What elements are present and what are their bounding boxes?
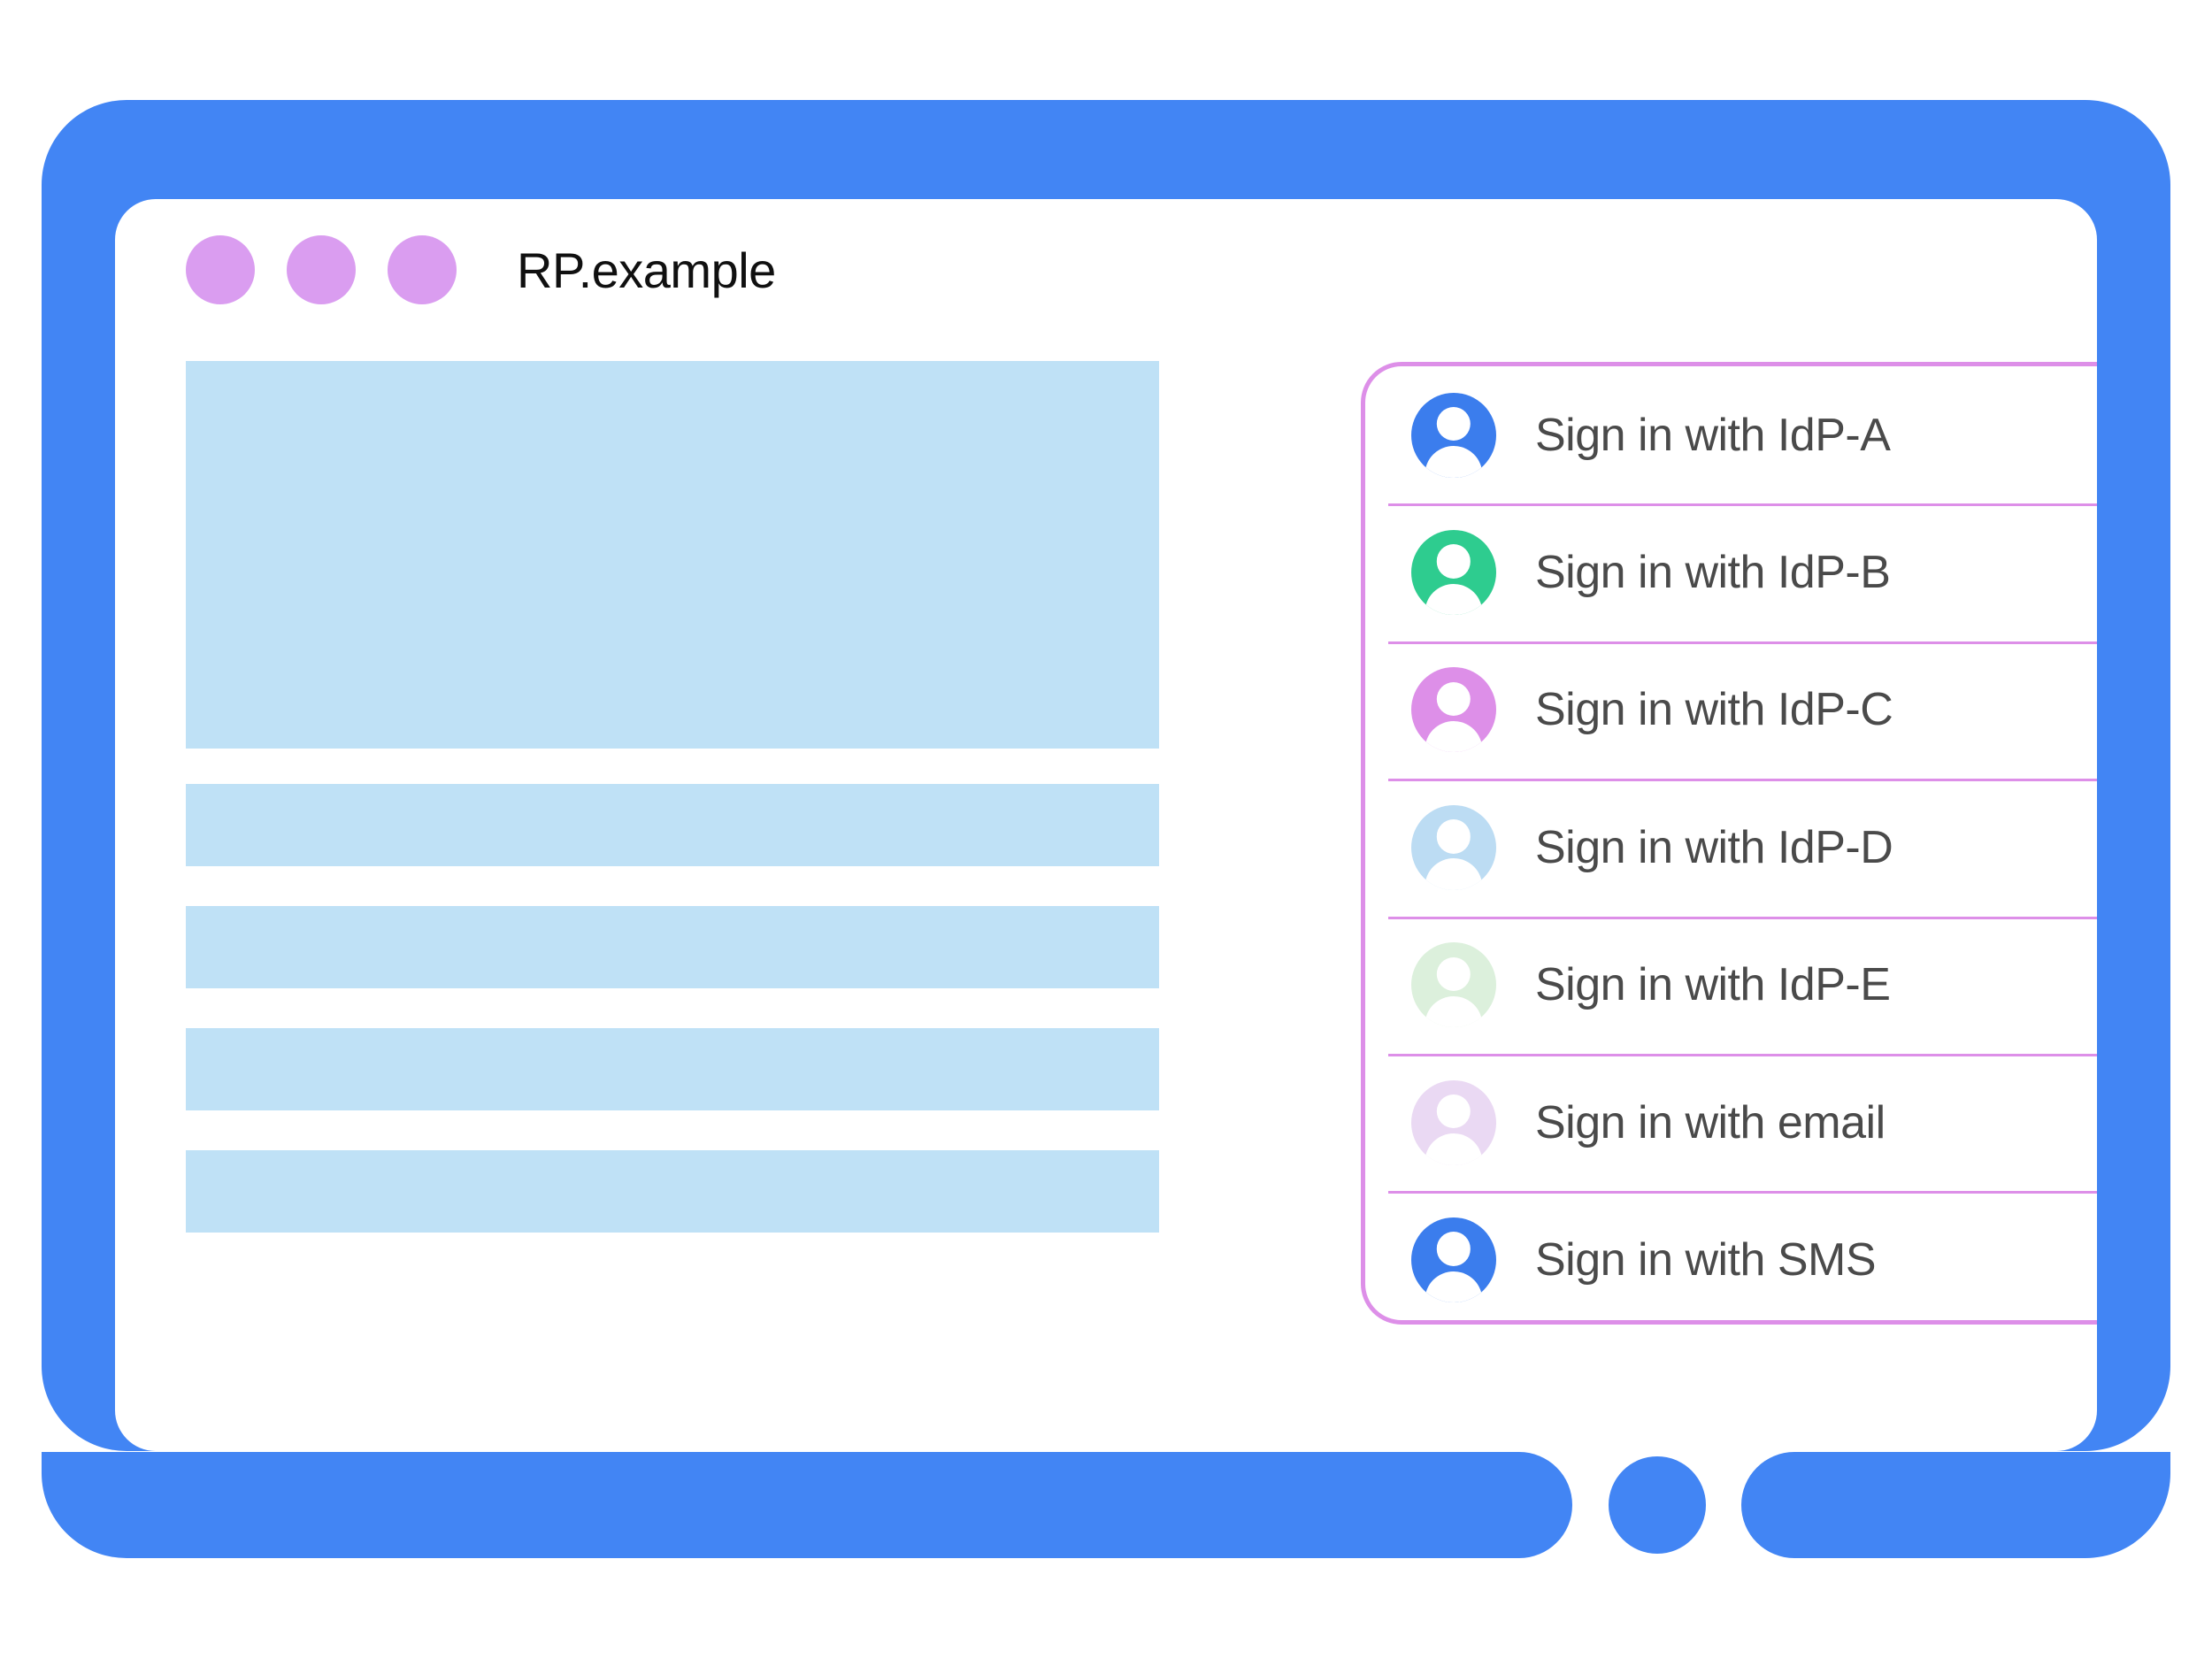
- signin-option-label: Sign in with SMS: [1535, 1234, 1877, 1286]
- signin-option-email[interactable]: Sign in with email: [1365, 1053, 2097, 1191]
- person-avatar-icon: [1411, 804, 1496, 890]
- window-dot-maximize[interactable]: [388, 235, 457, 304]
- content-placeholder-line-3: [186, 1028, 1159, 1110]
- person-avatar-icon: [1411, 942, 1496, 1028]
- signin-option-sms[interactable]: Sign in with SMS: [1365, 1191, 2097, 1320]
- person-avatar-icon: [1411, 667, 1496, 753]
- signin-option-label: Sign in with IdP-B: [1535, 547, 1891, 599]
- page-content-placeholders: [186, 361, 1159, 1272]
- browser-title-bar: RP.example: [115, 199, 2097, 341]
- content-placeholder-line-4: [186, 1150, 1159, 1233]
- content-placeholder-hero: [186, 361, 1159, 749]
- signin-option-label: Sign in with IdP-C: [1535, 684, 1893, 736]
- person-avatar-icon: [1411, 1079, 1496, 1165]
- bottom-bezel-left: [42, 1452, 1572, 1558]
- signin-option-idp-e[interactable]: Sign in with IdP-E: [1365, 916, 2097, 1054]
- signin-option-label: Sign in with IdP-D: [1535, 821, 1893, 873]
- content-placeholder-line-1: [186, 784, 1159, 866]
- account-chooser-panel: Sign in with IdP-A Sign in with IdP-B Si…: [1361, 362, 2097, 1325]
- person-avatar-icon: [1411, 392, 1496, 478]
- window-dot-close[interactable]: [186, 235, 255, 304]
- signin-option-idp-d[interactable]: Sign in with IdP-D: [1365, 779, 2097, 916]
- signin-option-idp-c[interactable]: Sign in with IdP-C: [1365, 641, 2097, 779]
- window-controls: [186, 235, 457, 304]
- person-avatar-icon: [1411, 530, 1496, 616]
- bottom-bezel-right: [1741, 1452, 2170, 1558]
- window-dot-minimize[interactable]: [287, 235, 356, 304]
- signin-option-label: Sign in with email: [1535, 1096, 1886, 1148]
- page-title: RP.example: [517, 242, 776, 298]
- browser-viewport: RP.example Sign in with IdP-A Sign in wi…: [115, 199, 2097, 1451]
- signin-option-idp-b[interactable]: Sign in with IdP-B: [1365, 503, 2097, 641]
- home-button[interactable]: [1609, 1456, 1706, 1554]
- content-placeholder-line-2: [186, 906, 1159, 988]
- signin-option-label: Sign in with IdP-A: [1535, 409, 1891, 461]
- signin-option-idp-a[interactable]: Sign in with IdP-A: [1365, 366, 2097, 503]
- person-avatar-icon: [1411, 1217, 1496, 1303]
- signin-option-label: Sign in with IdP-E: [1535, 959, 1891, 1011]
